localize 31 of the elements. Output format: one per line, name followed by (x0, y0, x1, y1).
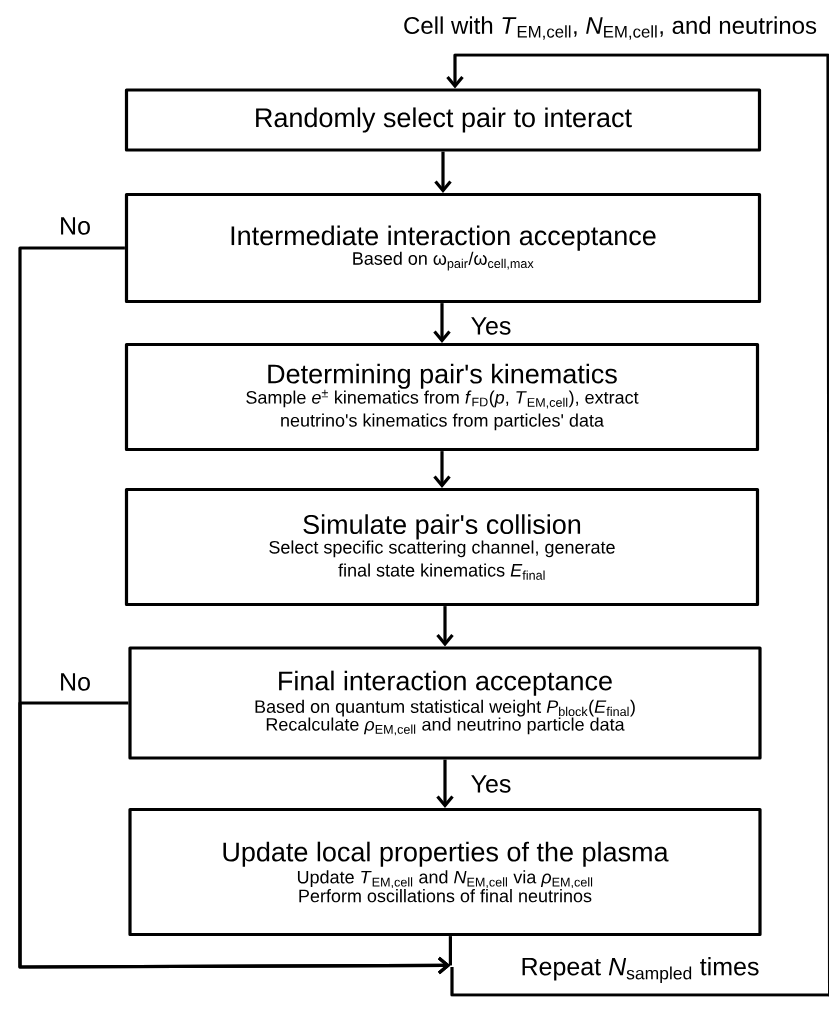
box-heading: Determining pair's kinematics (268, 363, 617, 389)
box-heading: Update local properties of the plasma (223, 841, 669, 867)
edge-label: No (58, 672, 92, 692)
process-box (124, 487, 760, 607)
arrow (433, 451, 451, 488)
edge-label: No (58, 216, 92, 236)
arrow (436, 606, 454, 647)
box-text: Select specific scattering channel, generate final state kinematics E$_{final}$ (269, 540, 615, 580)
box-text: Recalculate ρ$_{EM,cell}$ and neutrino particle data (266, 717, 625, 736)
process-box (124, 342, 760, 452)
loop-text: Repeat N$_{sampled}$ times (522, 957, 759, 983)
box-heading: Randomly select pair to interact (256, 107, 632, 133)
box-text: Based on ω$_{pair}$/ω$_{cell,max}$ (353, 251, 534, 271)
process-box (124, 192, 762, 304)
arrow (18, 701, 451, 975)
box-text: Sample e$^{±}$ kinematics from f$_{FD}$(p, T$_{EM,cell}$), extract neutrino's kinematics from particles' data (246, 389, 639, 431)
box-heading: Simulate pair's collision (303, 514, 581, 540)
input-label: Cell with T$_{EM,cell}$, N$_{EM,cell}$, and neutrinos (404, 16, 817, 40)
box-text: Update T$_{EM,cell}$ and N$_{EM,cell}$ via ρ$_{EM,cell}$ (297, 870, 593, 889)
process-box (124, 88, 762, 152)
arrow (436, 759, 454, 808)
edge-label: Yes (469, 774, 513, 794)
box-heading: Intermediate interaction acceptance (231, 225, 656, 251)
edge-label: Yes (469, 316, 513, 336)
arrow (433, 303, 451, 343)
box-text: Based on quantum statistical weight P$_{block}$(E$_{final}$) (255, 699, 635, 717)
process-box (128, 646, 762, 760)
process-box (128, 807, 762, 937)
box-text: Perform oscillations of final neutrinos (299, 889, 592, 903)
box-heading: Final interaction acceptance (279, 670, 612, 696)
arrow (434, 151, 452, 193)
